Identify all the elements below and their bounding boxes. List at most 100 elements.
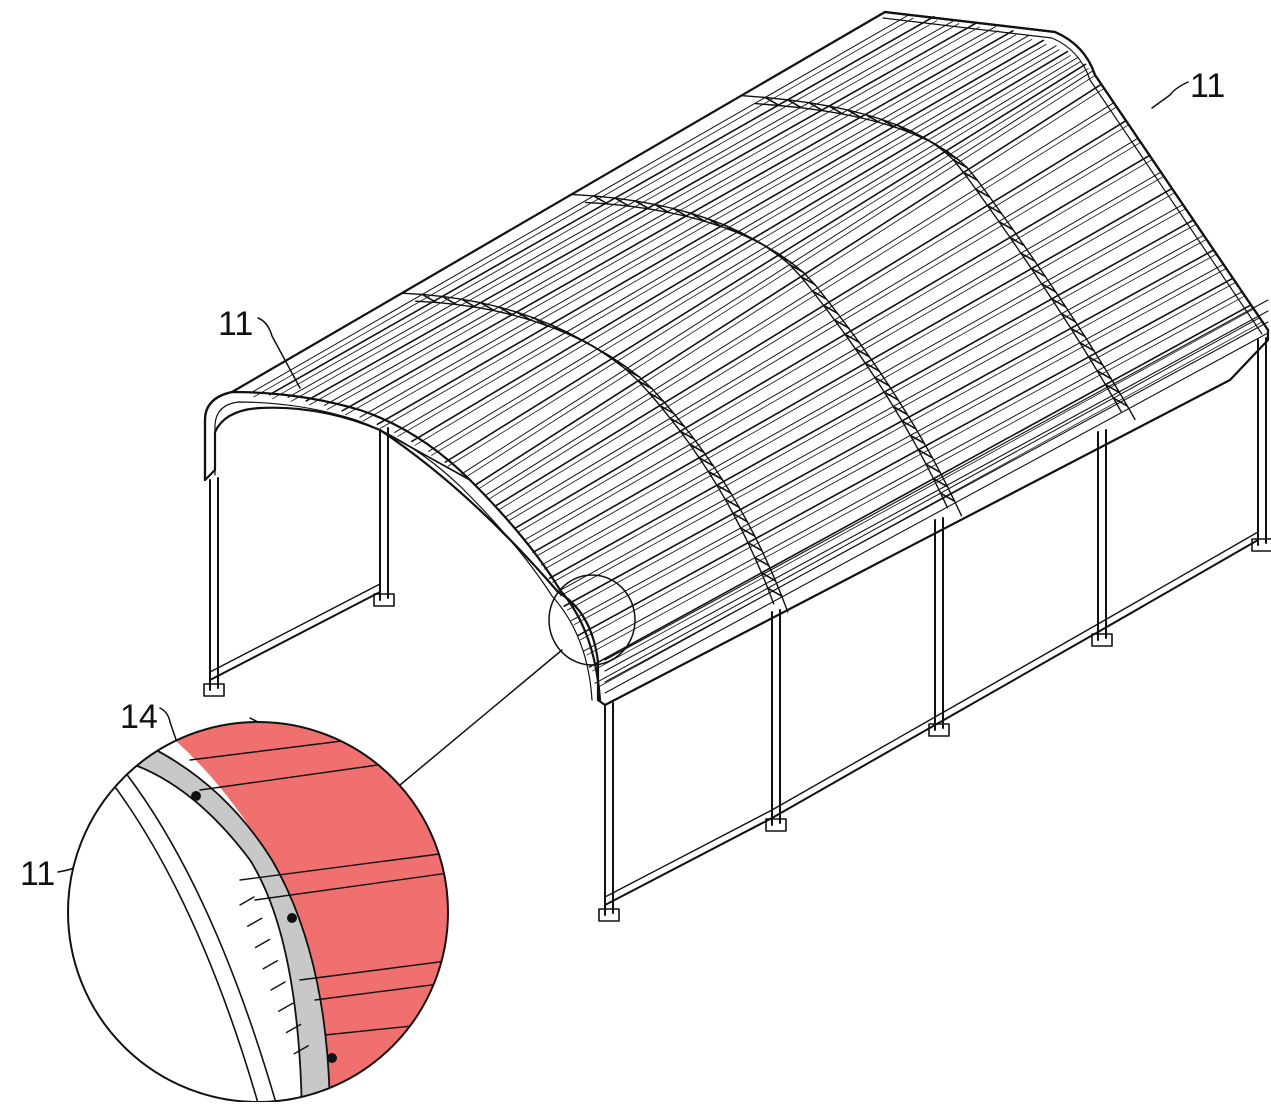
roof-rib-shadow — [517, 159, 1153, 533]
roof-rib — [268, 15, 935, 396]
seam-tick — [669, 417, 686, 428]
seam-tick — [565, 331, 582, 341]
roof-rib-shadow — [464, 74, 1096, 479]
roof-rib-shadow — [527, 175, 1165, 545]
leg-foot — [373, 593, 395, 607]
detail-fastener — [327, 1053, 337, 1063]
seam-tick — [998, 220, 1014, 231]
base-rail — [209, 591, 381, 681]
roof-rib — [485, 102, 1115, 496]
seam-tick — [1009, 236, 1025, 247]
seam-tick — [634, 200, 651, 210]
seam-tick — [939, 492, 956, 502]
seam-tick — [751, 237, 768, 248]
base-rail — [1097, 539, 1259, 633]
detail-lines — [109, 724, 448, 1102]
seam-tick — [737, 230, 754, 241]
roof-seam-bands — [401, 94, 1136, 613]
seam-tick — [883, 391, 900, 401]
roof-rib — [474, 83, 1103, 486]
roof-rib — [287, 19, 957, 398]
back-arch — [883, 10, 1270, 332]
seam-tick — [690, 212, 706, 223]
seam-tick — [854, 347, 871, 358]
roof-rib-shadow — [544, 208, 1187, 570]
detail-tick — [254, 938, 271, 949]
roof-rib — [359, 34, 1030, 418]
seam-tick — [811, 290, 828, 300]
seam-tick — [828, 105, 844, 115]
seam-tick — [614, 197, 630, 207]
roof-rib-shadow — [290, 23, 960, 402]
seam-tick — [549, 323, 566, 334]
roof-rib-shadow — [272, 20, 938, 400]
detail-inner-tube-line — [109, 779, 261, 1102]
seam-tick — [724, 498, 740, 509]
roof-rib-shadow — [573, 267, 1227, 626]
front-end-bow-inner — [214, 401, 593, 701]
seam-tick — [754, 556, 770, 567]
seam-tick — [1030, 267, 1047, 278]
detail-tube-edge — [139, 741, 331, 1102]
roof-rib-shadow — [447, 67, 1089, 467]
seam-tick — [1096, 370, 1113, 380]
seam-tick — [952, 159, 969, 169]
leg-foot — [1091, 633, 1113, 647]
roof-rib — [532, 187, 1173, 554]
base-rail — [771, 724, 936, 819]
seam-tick — [698, 456, 715, 467]
roof-rib — [444, 63, 1087, 463]
seam-tick — [933, 143, 950, 154]
roof-rib — [376, 39, 1045, 426]
leader-top-left — [257, 317, 301, 389]
seam-tick — [777, 254, 794, 265]
seam-tick — [689, 443, 705, 454]
detail-callout — [67, 574, 636, 1103]
seam-tick — [1104, 383, 1121, 394]
roof-rib-shadow — [253, 17, 914, 398]
roof-rib-shadow — [379, 44, 1047, 429]
roof-rib-shadow — [552, 223, 1197, 583]
seam-tick — [909, 434, 926, 445]
seam-tick — [659, 404, 675, 415]
seam-tick — [1040, 283, 1057, 293]
roof-rib — [548, 219, 1195, 580]
seam-tick — [479, 301, 496, 312]
seam-tick — [706, 217, 723, 228]
roof-rib — [250, 13, 911, 394]
leader-detail-upper — [159, 707, 195, 793]
detail-fastener — [287, 913, 297, 923]
front-end-bow — [203, 390, 602, 702]
seam-tick — [1060, 312, 1077, 323]
seam-tick — [932, 477, 949, 488]
seam-tick — [874, 376, 890, 387]
seam-tick — [1079, 341, 1095, 352]
seam-tick — [747, 541, 763, 552]
seam-tick — [1020, 252, 1036, 262]
roof-rib — [576, 277, 1234, 637]
seam-tick — [880, 118, 897, 129]
detail-tick — [239, 896, 255, 906]
frame-legs — [203, 337, 1271, 922]
roof-rib-shadow — [488, 106, 1118, 500]
roof-rib — [410, 50, 1069, 443]
seam-tick — [788, 263, 805, 274]
roof-panels — [203, 10, 1270, 707]
seam-tick — [421, 293, 438, 304]
detail-frame-tube — [120, 742, 330, 1102]
seam-tick — [895, 124, 912, 134]
seam-tick — [864, 113, 881, 124]
seam-line — [415, 300, 789, 613]
detail-roof-panel — [175, 722, 448, 1102]
roof-rib-shadow — [414, 55, 1071, 446]
seam-tick — [648, 392, 664, 402]
seam-tick — [844, 333, 860, 344]
seam-tick — [833, 319, 850, 329]
seam-tick — [917, 449, 934, 459]
seam-tick — [533, 317, 549, 327]
roof-rib-shadow — [478, 87, 1105, 490]
base-rail-edge — [1097, 531, 1259, 625]
leg-foot — [765, 818, 787, 832]
roof-rib — [563, 249, 1215, 607]
roof-rib-shadow — [326, 30, 999, 410]
